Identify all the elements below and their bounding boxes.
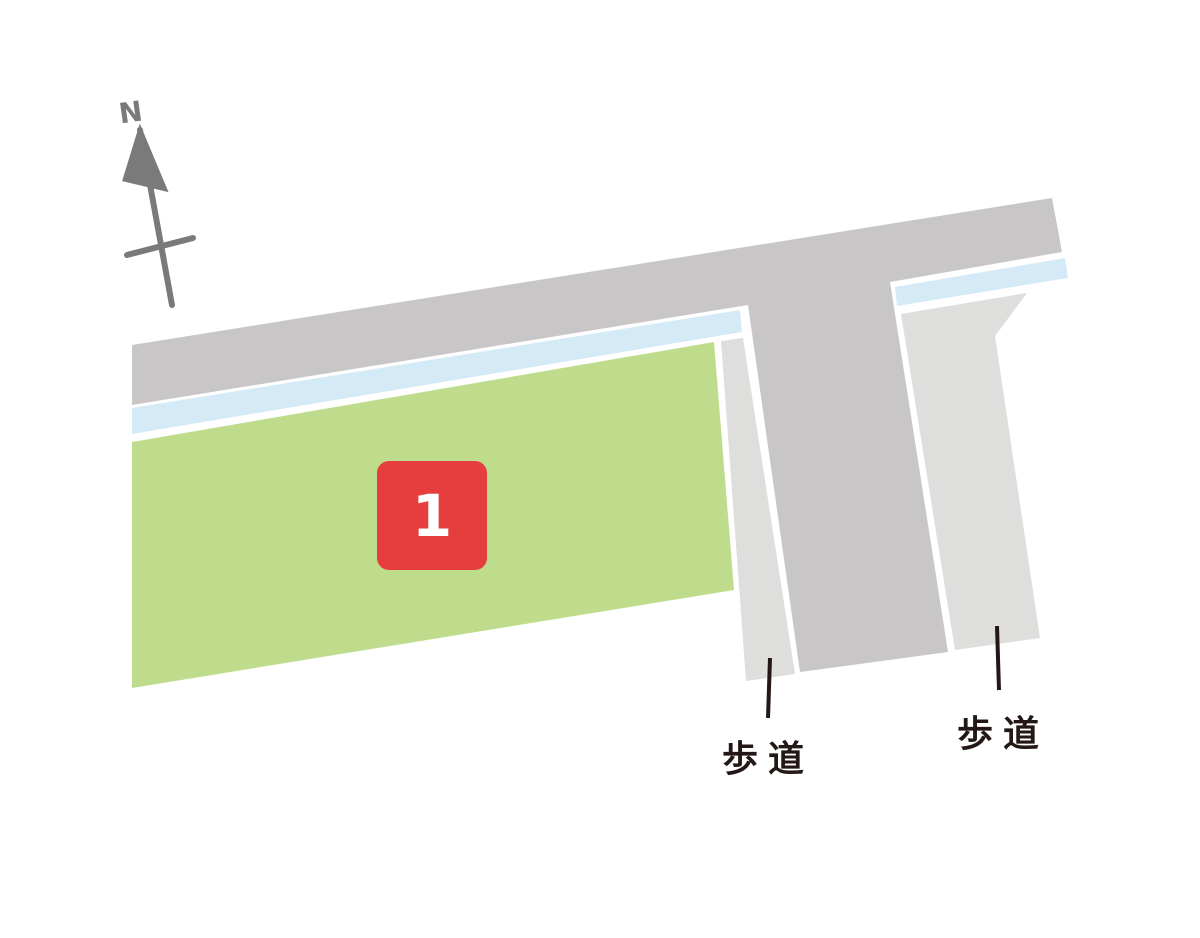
main-road: [132, 198, 1062, 672]
water-channel-left: [132, 310, 742, 434]
lot-number-badge[interactable]: 1: [377, 461, 487, 570]
leader-line-right: [995, 625, 1001, 691]
water-channel-right: [895, 258, 1068, 306]
north-arrow-icon: [122, 123, 196, 308]
sidewalk-left: [721, 338, 795, 681]
sidewalk-label-left: 歩道: [722, 739, 815, 780]
north-label: N: [116, 94, 145, 131]
leader-line-left: [766, 657, 772, 719]
sidewalk-label-right: 歩道: [957, 714, 1050, 755]
lot-number: 1: [411, 481, 453, 550]
sidewalk-right: [901, 293, 1040, 650]
